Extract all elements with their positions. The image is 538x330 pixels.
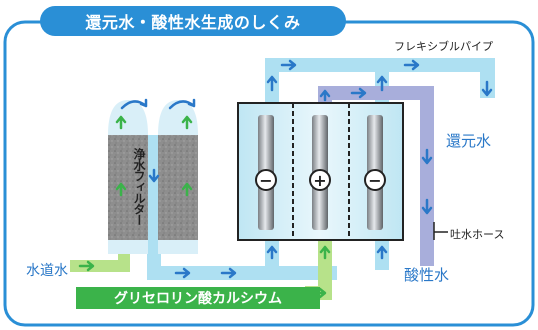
- label-flexible-pipe: フレキシブルパイプ: [394, 40, 493, 53]
- label-tap-water: 水道水: [26, 263, 68, 279]
- filter-cap-left: [108, 100, 148, 135]
- pipe-reduced-water: [265, 58, 495, 106]
- label-filter: 浄水フィルター: [132, 148, 146, 225]
- electrode-sign-left: −: [259, 171, 272, 190]
- filter-left: [108, 135, 148, 240]
- label-acidic-water: 酸性水: [404, 266, 450, 284]
- pipe-acidic-water: [318, 86, 434, 266]
- label-calcium-glycerophosphate: グリセロリン酸カルシウム: [76, 287, 320, 309]
- filter-unit: [108, 100, 198, 254]
- label-reduced-water: 還元水: [446, 132, 492, 150]
- filter-right: [158, 135, 198, 240]
- electrode-sign-center: +: [313, 171, 326, 190]
- electrode-sign-right: −: [368, 171, 381, 190]
- label-spout-hose: 吐水ホース: [450, 228, 505, 241]
- flow-arrows: [78, 59, 493, 299]
- diagram-title: 還元水・酸性水生成のしくみ: [40, 6, 346, 36]
- electrode-signs: [255, 169, 386, 191]
